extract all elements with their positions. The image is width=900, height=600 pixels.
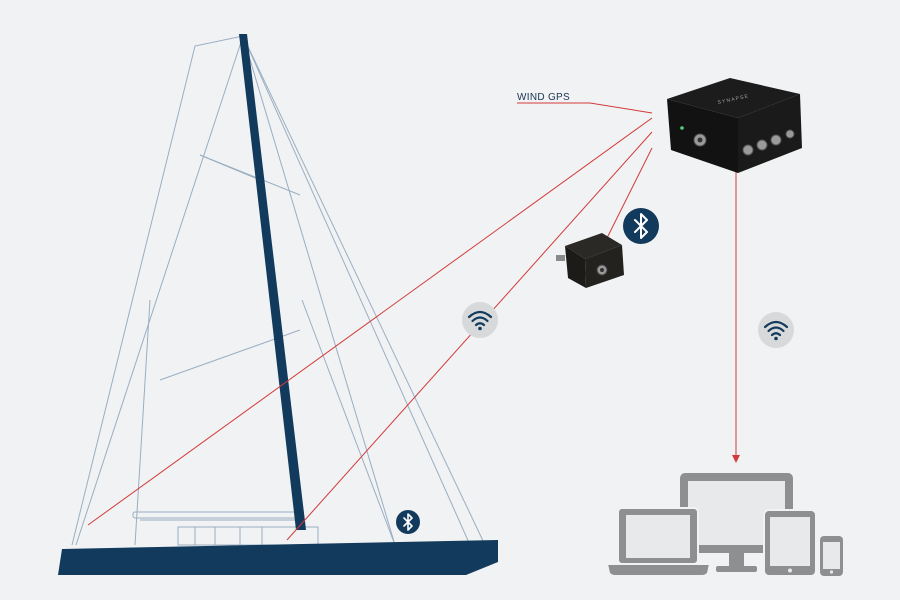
- hub-connectors: [693, 129, 795, 156]
- wifi-badge-devices: [758, 312, 794, 348]
- sensor-top: [565, 233, 622, 259]
- signal-lines: [87, 102, 737, 541]
- sensor-port: [556, 255, 565, 261]
- hub-top: [667, 78, 800, 118]
- wifi-icon: [467, 310, 493, 327]
- laptop-icon: [605, 507, 712, 577]
- bluetooth-badge-boat: [396, 510, 420, 534]
- wifi-icon: [763, 320, 789, 337]
- bluetooth-badge-sensor: [623, 208, 659, 244]
- signal-line-masthead: [87, 117, 653, 526]
- sail-rigging: [71, 35, 486, 546]
- arrow-head: [732, 455, 740, 463]
- signal-line-bluetooth-sensor: [605, 147, 653, 241]
- hub-device: SYNAPSE: [667, 78, 802, 173]
- signal-line-mast: [286, 131, 653, 541]
- wind-gps-label: WIND GPS: [517, 92, 570, 103]
- bluetooth-icon: [634, 213, 648, 239]
- tablet-icon: [763, 509, 817, 577]
- client-devices: [605, 473, 843, 577]
- sailboat: [58, 34, 498, 575]
- sensor-front: [565, 246, 586, 288]
- hub-status-led: [680, 126, 684, 130]
- bluetooth-icon: [403, 513, 413, 531]
- mast: [239, 34, 306, 530]
- hub-right: [738, 94, 802, 173]
- hull: [58, 540, 498, 575]
- phone-icon: [820, 536, 843, 576]
- bluetooth-sensor: [556, 233, 624, 288]
- wind-gps-line: [517, 102, 653, 114]
- wifi-badge-boat: [462, 302, 498, 338]
